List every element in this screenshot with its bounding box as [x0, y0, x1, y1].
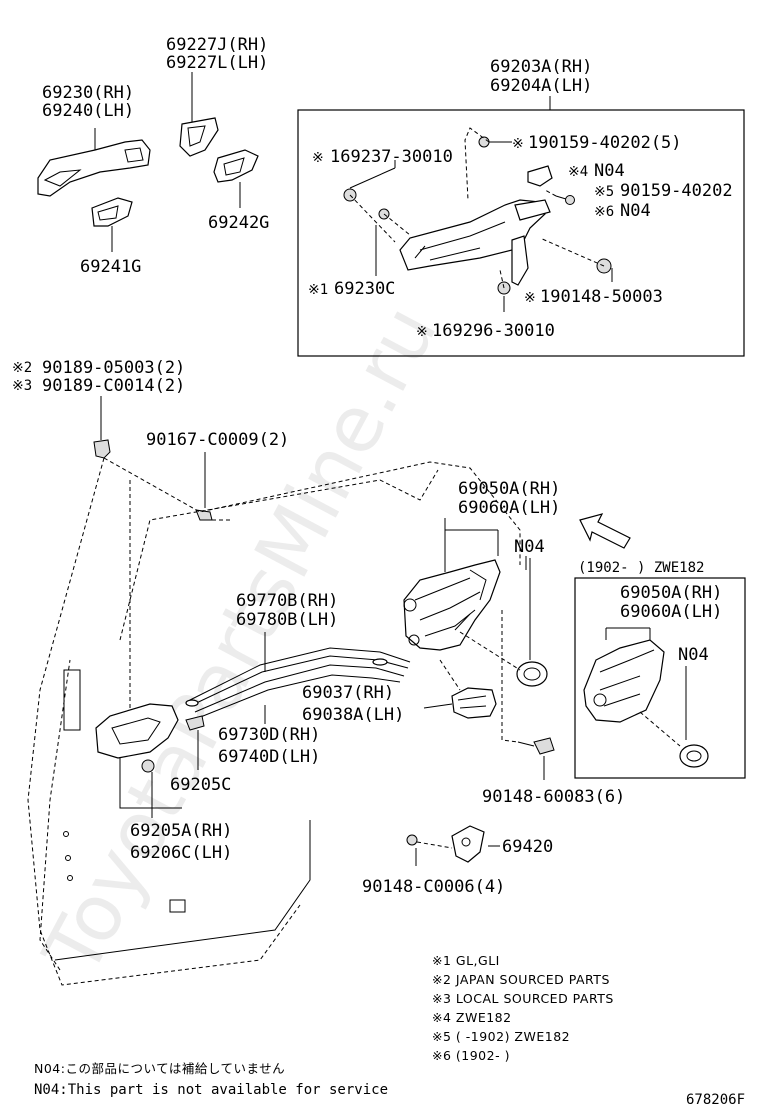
label-190148-50003: 190148-50003	[540, 287, 663, 307]
clip-90189[interactable]	[93, 439, 111, 459]
inset-label-n04: N04	[678, 645, 709, 665]
label-69227l-lh: 69227L(LH)	[166, 53, 268, 73]
handle-pad-front[interactable]	[91, 197, 133, 227]
door-striker[interactable]	[451, 825, 485, 863]
mark-2: ※2	[12, 360, 32, 376]
label-169237-30010: 169237-30010	[330, 147, 453, 167]
label-90189-c0014: 90189-C0014(2)	[42, 376, 185, 396]
label-69203a-rh: 69203A(RH)	[490, 57, 592, 77]
label-n04-a: N04	[594, 161, 625, 181]
label-69038a-lh: 69038A(LH)	[302, 705, 404, 725]
label-69240-lh: 69240(LH)	[42, 101, 134, 121]
frame-clip[interactable]	[527, 165, 553, 187]
note-4: ※4 ZWE182	[432, 1010, 512, 1025]
label-90167-c0009: 90167-C0009(2)	[146, 430, 289, 450]
mark-3: ※3	[12, 378, 32, 394]
note-3: ※3 LOCAL SOURCED PARTS	[432, 991, 614, 1006]
mark-4a: ※4	[568, 164, 588, 180]
label-69050a-rh: 69050A(RH)	[458, 479, 560, 499]
inset-lock-assembly[interactable]	[583, 639, 665, 723]
inset-heading: (1902- ) ZWE182	[578, 560, 704, 576]
inset-seal-ring[interactable]	[679, 744, 709, 768]
inset-label-69060a: 69060A(LH)	[620, 602, 722, 622]
diagram-code: 678206F	[686, 1092, 745, 1108]
mark-5: ※5	[594, 184, 614, 200]
screw-90148-60083[interactable]	[517, 737, 555, 755]
label-90148-c0006: 90148-C0006(4)	[362, 877, 505, 897]
handle-frame[interactable]	[399, 199, 551, 286]
label-69227j-rh: 69227J(RH)	[166, 35, 268, 55]
lock-cover[interactable]	[451, 687, 497, 719]
footer-note-jp: N04:この部品については補給していません	[34, 1061, 285, 1076]
outside-handle[interactable]	[37, 139, 151, 197]
cables[interactable]	[185, 647, 411, 719]
label-69730d-rh: 69730D(RH)	[218, 725, 320, 745]
inside-handle[interactable]	[95, 703, 179, 759]
label-90159-40202: 90159-40202	[620, 181, 733, 201]
label-69740d-lh: 69740D(LH)	[218, 747, 320, 767]
label-69060a-lh: 69060A(LH)	[458, 498, 560, 518]
label-69230-rh: 69230(RH)	[42, 83, 134, 103]
label-69420: 69420	[502, 837, 553, 857]
footer-note-en: N04:This part is not available for servi…	[34, 1082, 388, 1098]
handle-cap-69205c[interactable]	[185, 715, 205, 731]
notes: ※1 GL,GLI ※2 JAPAN SOURCED PARTS ※3 LOCA…	[432, 953, 614, 1063]
handle-cap[interactable]	[179, 117, 219, 157]
label-n04-c: N04	[514, 537, 545, 557]
label-n04-b: N04	[620, 201, 651, 221]
note-5: ※5 ( -1902) ZWE182	[432, 1029, 570, 1044]
note-1: ※1 GL,GLI	[432, 953, 500, 968]
inset-box	[574, 577, 746, 779]
door-lock-assembly[interactable]	[403, 559, 501, 651]
label-69780b-lh: 69780B(LH)	[236, 610, 338, 630]
screw-90148-c0006[interactable]	[406, 834, 418, 846]
mark-6: ※6	[594, 204, 614, 220]
label-69037-rh: 69037(RH)	[302, 683, 394, 703]
handle-frame-box	[297, 109, 745, 357]
label-90148-60083: 90148-60083(6)	[482, 787, 625, 807]
label-69205c: 69205C	[170, 775, 231, 795]
mark-c: ※	[524, 290, 536, 306]
label-69230c: 69230C	[334, 279, 395, 299]
door-panel	[27, 457, 521, 986]
label-69206c-lh: 69206C(LH)	[130, 843, 232, 863]
screw-1[interactable]	[478, 136, 505, 148]
label-190159-40202: 190159-40202(5)	[528, 133, 682, 153]
label-69204a-lh: 69204A(LH)	[490, 76, 592, 96]
note-6: ※6 (1902- )	[432, 1048, 510, 1063]
label-169296-30010: 169296-30010	[432, 321, 555, 341]
mark-1: ※1	[308, 282, 328, 298]
screw-2[interactable]	[555, 195, 575, 205]
mark-d: ※	[416, 324, 428, 340]
label-69205a-rh: 69205A(RH)	[130, 821, 232, 841]
handle-pad-rear[interactable]	[213, 149, 259, 183]
label-69242g: 69242G	[208, 213, 269, 233]
note-2: ※2 JAPAN SOURCED PARTS	[432, 972, 610, 987]
label-90189-05003: 90189-05003(2)	[42, 358, 185, 378]
seal-ring[interactable]	[516, 661, 548, 687]
mark-b: ※	[312, 150, 324, 166]
inset-label-69050a: 69050A(RH)	[620, 583, 722, 603]
direction-arrow	[579, 513, 631, 549]
label-69770b-rh: 69770B(RH)	[236, 591, 338, 611]
mark-a: ※	[512, 136, 524, 152]
clip-lower[interactable]	[141, 759, 155, 773]
label-69241g: 69241G	[80, 257, 141, 277]
